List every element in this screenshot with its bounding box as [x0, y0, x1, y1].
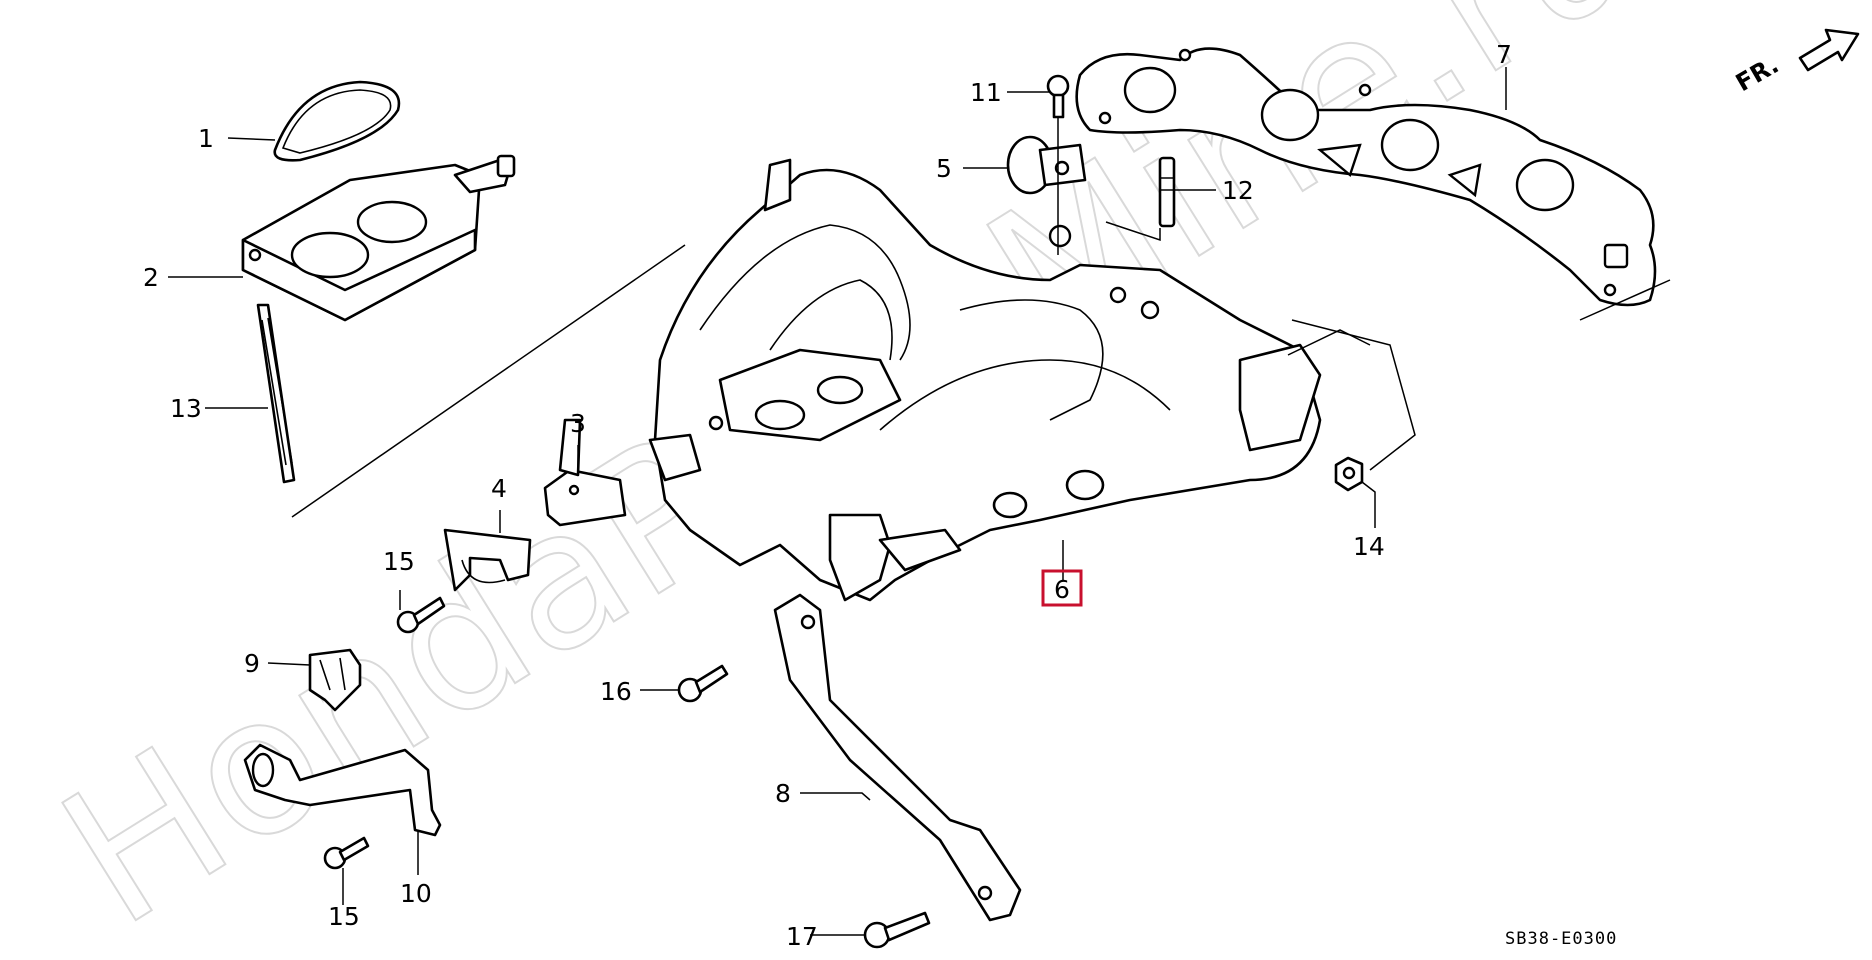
callout-11[interactable]: 11 [970, 78, 1002, 107]
front-direction-arrow-icon: FR. [1731, 28, 1860, 97]
part-1-gasket [273, 80, 401, 162]
callout-5[interactable]: 5 [936, 154, 952, 183]
part-3-bracket [543, 418, 627, 527]
leader-lines [168, 67, 1671, 936]
part-10-bracket [243, 743, 442, 837]
part-13-stud [256, 303, 296, 484]
part-16-bolt [677, 664, 729, 703]
callout-8[interactable]: 8 [775, 779, 791, 808]
callout-2[interactable]: 2 [143, 263, 159, 292]
callout-4[interactable]: 4 [491, 474, 507, 503]
callout-14[interactable]: 14 [1353, 532, 1385, 561]
part-5-grommet [1006, 135, 1087, 195]
part-17-bolt [863, 911, 931, 949]
callout-16[interactable]: 16 [600, 677, 632, 706]
part-8-stay [773, 593, 1022, 922]
callout-12[interactable]: 12 [1222, 176, 1254, 205]
callout-15-upper[interactable]: 15 [383, 547, 415, 576]
callout-3[interactable]: 3 [570, 409, 586, 438]
drawing-code: SB38-E0300 [1505, 929, 1617, 949]
part-6-intake-manifold [648, 158, 1322, 602]
front-direction-label: FR. [1731, 51, 1783, 97]
callout-15-lower[interactable]: 15 [328, 902, 360, 931]
part-12-stud [1158, 156, 1176, 228]
part-11-bolt [1046, 74, 1070, 119]
callout-7[interactable]: 7 [1496, 40, 1512, 69]
part-14-nut [1334, 456, 1364, 492]
callout-10[interactable]: 10 [400, 879, 432, 908]
callout-9[interactable]: 9 [244, 649, 260, 678]
callout-1[interactable]: 1 [198, 124, 214, 153]
callout-6[interactable]: 6 [1054, 575, 1070, 604]
part-2-insulator [241, 154, 516, 322]
part-15-bolt-upper [396, 596, 446, 634]
part-4-bracket [443, 528, 532, 592]
part-9-clip [308, 648, 362, 712]
part-7-gasket [1075, 47, 1657, 307]
callout-13[interactable]: 13 [170, 394, 202, 423]
callout-17[interactable]: 17 [786, 922, 818, 951]
callout-6-highlight-box [1041, 569, 1083, 607]
part-15-bolt-lower [323, 836, 370, 870]
